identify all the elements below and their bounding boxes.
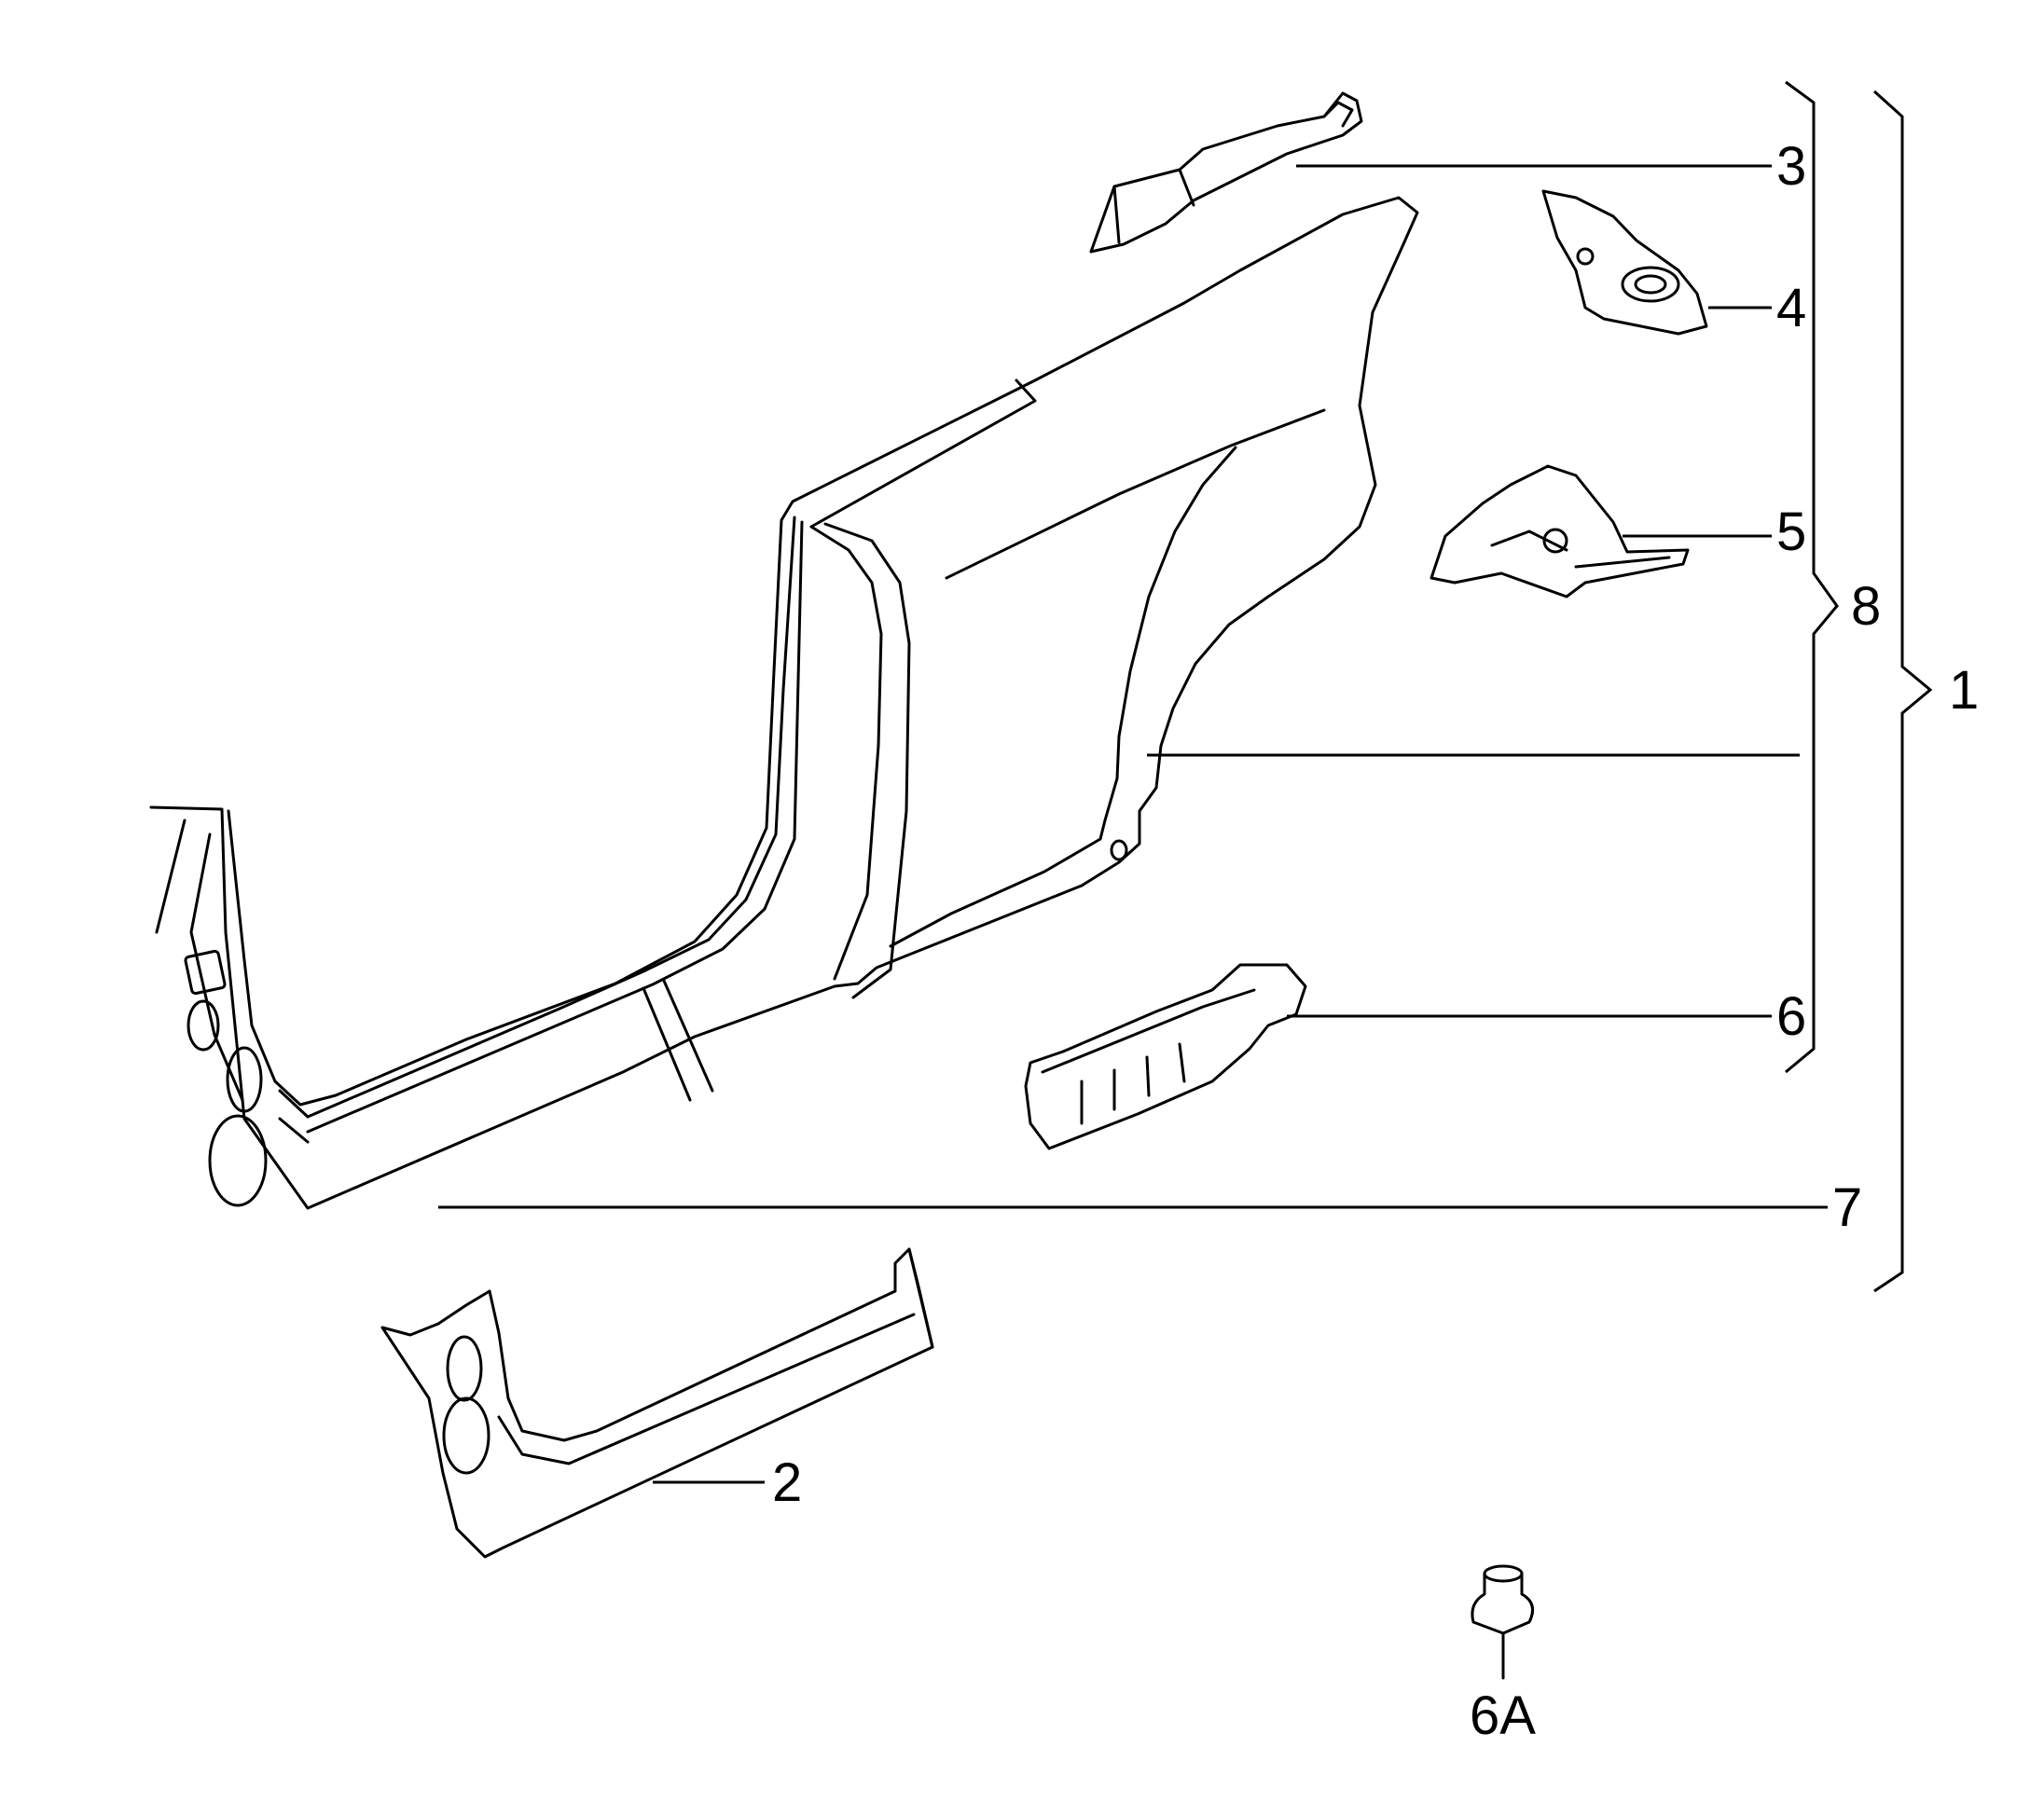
- roof-rail-part: [1089, 91, 1363, 254]
- callout-5: 5: [1776, 502, 1806, 562]
- callout-6: 6: [1776, 986, 1806, 1047]
- rocker-panel-part: [380, 1247, 934, 1559]
- callout-7: 7: [1832, 1177, 1862, 1238]
- bracket-8: [1785, 80, 1839, 1074]
- inner-reinforcement-part: [1429, 464, 1690, 598]
- callout-6a: 6A: [1470, 1685, 1536, 1746]
- bracket-part: [1541, 189, 1708, 336]
- callout-4: 4: [1776, 278, 1806, 338]
- callout-3: 3: [1776, 136, 1806, 197]
- side-panel-assembly: [149, 196, 1419, 1210]
- plug-part: [1471, 1564, 1535, 1680]
- callout-1: 1: [1949, 660, 1979, 721]
- bracket-1: [1872, 89, 1933, 1293]
- group-brackets: [1785, 80, 1933, 1293]
- callout-8: 8: [1851, 576, 1881, 637]
- leader-lines: [438, 164, 1828, 1484]
- callout-2: 2: [772, 1452, 802, 1513]
- callout-labels: 3 4 5 8 1 6 7 2 6A: [772, 136, 1979, 1746]
- sill-reinforcement-part: [1024, 963, 1307, 1150]
